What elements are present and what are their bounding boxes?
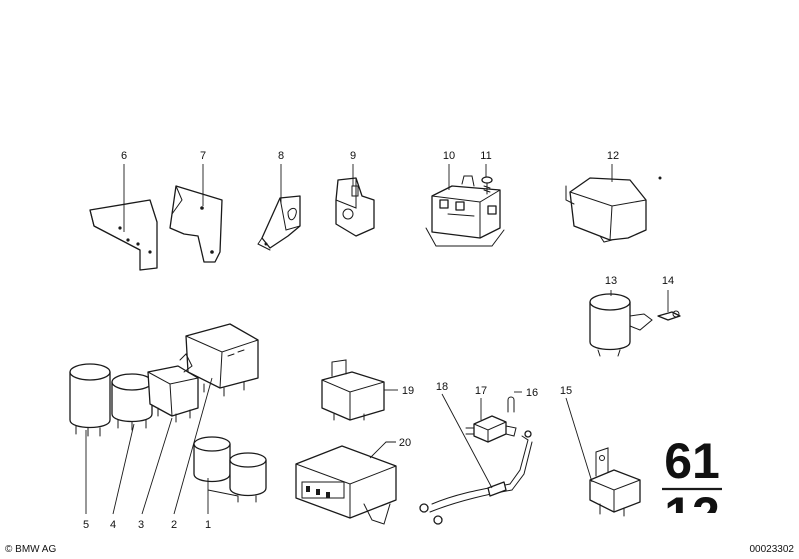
group-number: 61: [664, 433, 720, 489]
leader-3: [141, 417, 173, 515]
part-20-control-module: [295, 445, 397, 525]
leader-2: [173, 377, 213, 515]
leader-18: [441, 393, 493, 489]
leader-1: [207, 478, 239, 514]
callout-12: 12: [607, 150, 619, 162]
callout-5: 5: [83, 519, 89, 531]
callout-6: 6: [121, 150, 127, 162]
part-15-relay: [589, 447, 641, 517]
callout-8: 8: [278, 150, 284, 162]
group-badge: 61 12: [662, 433, 722, 543]
part-7-mounting-plate: [169, 185, 223, 263]
part-9-l-bracket: [335, 177, 375, 237]
callout-13: 13: [605, 275, 617, 287]
callout-4: 4: [110, 519, 116, 531]
subgroup-number: 12: [664, 487, 720, 543]
callout-9: 9: [350, 150, 356, 162]
callout-20: 20: [399, 437, 411, 449]
part-18-wire-harness: [419, 430, 533, 525]
callout-14: 14: [662, 275, 674, 287]
leader-15: [565, 397, 593, 483]
diagram-code: 00023302: [750, 544, 795, 555]
part-5-flasher-can: [69, 363, 111, 437]
callout-18: 18: [436, 381, 448, 393]
callout-10: 10: [443, 150, 455, 162]
part-16-clip: [507, 396, 515, 413]
part-6-bracket: [89, 199, 158, 271]
part-17-relay: [465, 415, 517, 443]
part-12-control-unit: [565, 176, 662, 243]
part-11-screw: [481, 176, 493, 195]
part-4-flasher-can: [111, 373, 153, 431]
part-1-flasher-pair: [193, 436, 267, 503]
part-14-screw: [657, 310, 681, 321]
callout-3: 3: [138, 519, 144, 531]
part-19-relay: [321, 359, 385, 421]
callout-labels: 1 2 3 4 5 6 7 8 9 10 11 12 13 14 15 16 1…: [83, 150, 674, 531]
callout-15: 15: [560, 385, 572, 397]
part-8-angled-holder: [257, 195, 301, 251]
callout-7: 7: [200, 150, 206, 162]
callout-11: 11: [480, 150, 491, 162]
callout-17: 17: [475, 385, 487, 397]
part-10-relay-unit: [425, 175, 505, 247]
callout-16: 16: [526, 387, 538, 399]
subgroup-clip: 12: [664, 487, 720, 543]
copyright-label: © BMW AG: [5, 544, 56, 555]
part-13-capacitor: [589, 293, 653, 357]
callout-2: 2: [171, 519, 177, 531]
leader-4: [112, 423, 135, 515]
leader-20: [369, 441, 396, 459]
part-2-relay: [179, 323, 259, 397]
callout-1: 1: [205, 519, 211, 531]
part-3-relay: [147, 365, 199, 423]
callout-19: 19: [402, 385, 414, 397]
